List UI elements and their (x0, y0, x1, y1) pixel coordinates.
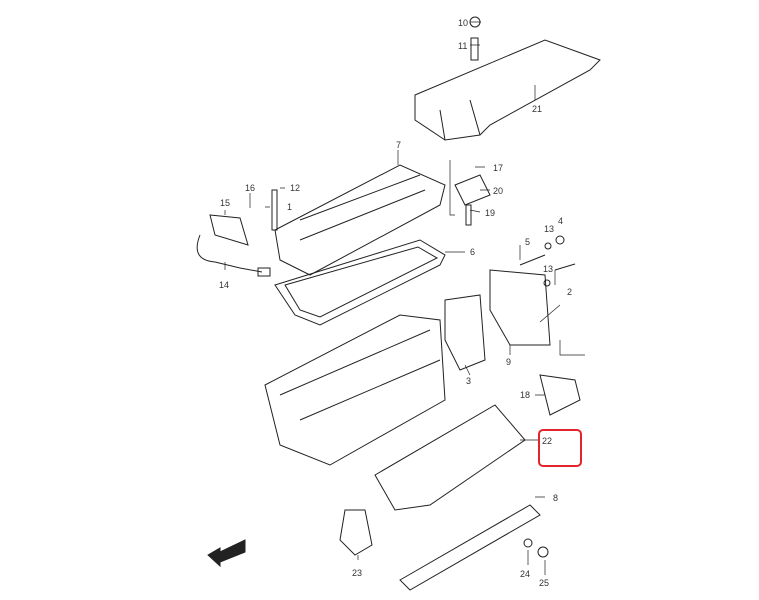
part-label[interactable]: 2 (567, 287, 573, 297)
part-label[interactable]: 22 (542, 436, 553, 446)
part-bracket-15 (209, 214, 249, 246)
part-label[interactable]: 11 (458, 41, 468, 51)
part-label[interactable]: 6 (470, 247, 476, 257)
part-label[interactable]: 3 (466, 376, 472, 386)
part-gasket (274, 239, 446, 326)
part-bracket-9 (489, 269, 551, 346)
part-clamp-23 (339, 509, 373, 556)
part-stud-5 (519, 254, 546, 266)
part-label[interactable]: 17 (493, 163, 504, 173)
part-rail-8 (399, 504, 541, 591)
fwd-arrow-icon (207, 539, 246, 568)
part-label[interactable]: 13 (543, 264, 554, 274)
part-label[interactable]: 12 (290, 183, 301, 193)
part-label[interactable]: 4 (558, 216, 564, 226)
part-label[interactable]: 7 (396, 140, 402, 150)
part-label[interactable]: 8 (553, 493, 559, 503)
part-label[interactable]: 13 (544, 224, 555, 234)
part-sensor-wire (196, 234, 263, 273)
part-label[interactable]: 25 (539, 578, 550, 588)
part-stud-11 (470, 37, 479, 61)
part-label[interactable]: 18 (520, 390, 531, 400)
part-bracket-18 (539, 374, 581, 416)
part-clip-20 (454, 174, 491, 206)
part-cover-22 (374, 404, 526, 511)
part-label[interactable]: 16 (245, 183, 256, 193)
part-label[interactable]: 19 (485, 208, 496, 218)
part-label[interactable]: 24 (520, 569, 531, 579)
part-bolt-2 (554, 263, 576, 271)
part-label[interactable]: 5 (525, 237, 531, 247)
part-label[interactable]: 14 (219, 280, 230, 290)
part-label[interactable]: 23 (352, 568, 363, 578)
part-engine-cover (414, 39, 601, 141)
part-gasket-3 (444, 294, 486, 371)
part-cylinder-head (264, 314, 446, 466)
part-label[interactable]: 10 (458, 18, 469, 28)
part-label[interactable]: 15 (220, 198, 231, 208)
highlight-box-part-22 (538, 429, 582, 467)
part-label[interactable]: 21 (532, 104, 543, 114)
part-label[interactable]: 20 (493, 186, 504, 196)
part-label[interactable]: 9 (506, 357, 512, 367)
part-label[interactable]: 1 (287, 202, 293, 212)
part-head-cover (274, 164, 446, 276)
